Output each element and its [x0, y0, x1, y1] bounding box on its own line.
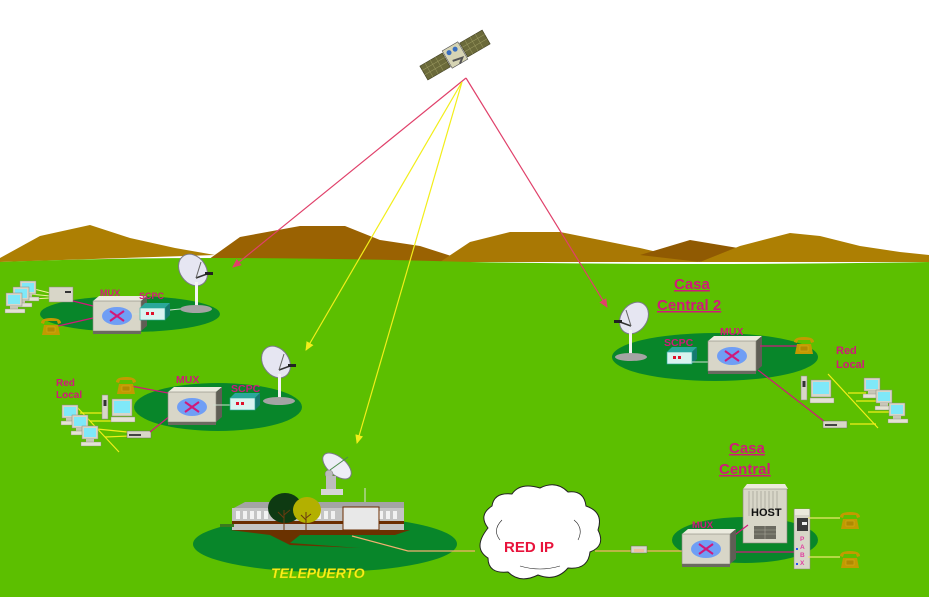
- telepuerto-site: TELEPUERTO: [220, 452, 410, 581]
- lan-label-line2: Local: [836, 359, 865, 371]
- modem-icon: [126, 430, 152, 439]
- satellite-icon: [419, 29, 491, 81]
- mux-label: MUX: [100, 288, 120, 298]
- controller-unit-icon: [48, 286, 74, 303]
- uplink-casa-central-2: [465, 77, 608, 308]
- phone-icon: [839, 550, 861, 569]
- scpc-modem-icon: [139, 302, 171, 321]
- workstation-icon: [101, 394, 136, 423]
- site-title-line1: Casa: [729, 440, 766, 457]
- ip-network-cloud-icon: RED IP: [479, 484, 602, 580]
- uplink-remote-1: [232, 77, 467, 268]
- pabx-letter: X: [800, 560, 805, 567]
- phone-icon: [793, 336, 815, 355]
- pabx-letter: A: [800, 544, 805, 551]
- phone-icon: [40, 317, 62, 336]
- phone-icon: [115, 376, 137, 395]
- scpc-modem-icon: [229, 392, 261, 411]
- scpc-label: SCPC: [231, 383, 261, 395]
- red-ip-label: RED IP: [504, 539, 554, 556]
- mux-device-icon: [167, 386, 223, 426]
- lan-label-line2: Local: [56, 390, 82, 401]
- pabx-switch-icon: P A B X: [793, 508, 811, 570]
- satellite-links: [232, 77, 608, 444]
- casa-central-2-site: Casa Central 2 SCPC MUX Red Local: [612, 276, 909, 429]
- remote-site-2: Red Local MUX SCPC: [56, 339, 298, 453]
- data-cable: [351, 535, 475, 552]
- tree-icon: [268, 493, 321, 530]
- workstation-icon: [800, 375, 835, 404]
- mux-label: MUX: [692, 520, 714, 531]
- mountain-range: [0, 225, 929, 262]
- scpc-label: SCPC: [664, 337, 694, 349]
- large-dish-antenna-icon: [321, 452, 366, 506]
- downlink-remote-2: [305, 81, 463, 351]
- pabx-letter: B: [800, 552, 805, 559]
- downlink-telepuerto: [355, 81, 463, 444]
- site-title-line2: Central: [719, 461, 771, 478]
- network-adapter-icon: [630, 545, 648, 554]
- telepuerto-label: TELEPUERTO: [271, 565, 365, 581]
- computer-icon: [887, 402, 909, 424]
- computer-icon: [80, 425, 102, 447]
- mux-device-icon: [92, 295, 148, 335]
- site-title-line1: Casa: [674, 276, 711, 293]
- lan-bus: [827, 373, 890, 429]
- site-title-line2: Central 2: [657, 297, 721, 314]
- pabx-letter: P: [800, 536, 805, 543]
- computer-icon: [4, 292, 26, 314]
- mux-device-icon: [681, 528, 737, 568]
- lan-label-line1: Red: [56, 378, 75, 389]
- scpc-modem-icon: [666, 346, 698, 365]
- mux-device-icon: [707, 335, 763, 375]
- remote-site-1: MUX SCPC: [4, 247, 215, 336]
- host-label: HOST: [751, 507, 782, 519]
- casa-central-site: Casa Central HOST MUX P A B X: [681, 440, 861, 570]
- phone-icon: [839, 511, 861, 530]
- modem-icon: [822, 420, 848, 429]
- mux-label: MUX: [176, 374, 199, 386]
- lan-label-line1: Red: [836, 345, 857, 357]
- host-server-icon: HOST: [742, 484, 788, 544]
- mux-label: MUX: [720, 326, 743, 338]
- scpc-label: SCPC: [139, 291, 165, 301]
